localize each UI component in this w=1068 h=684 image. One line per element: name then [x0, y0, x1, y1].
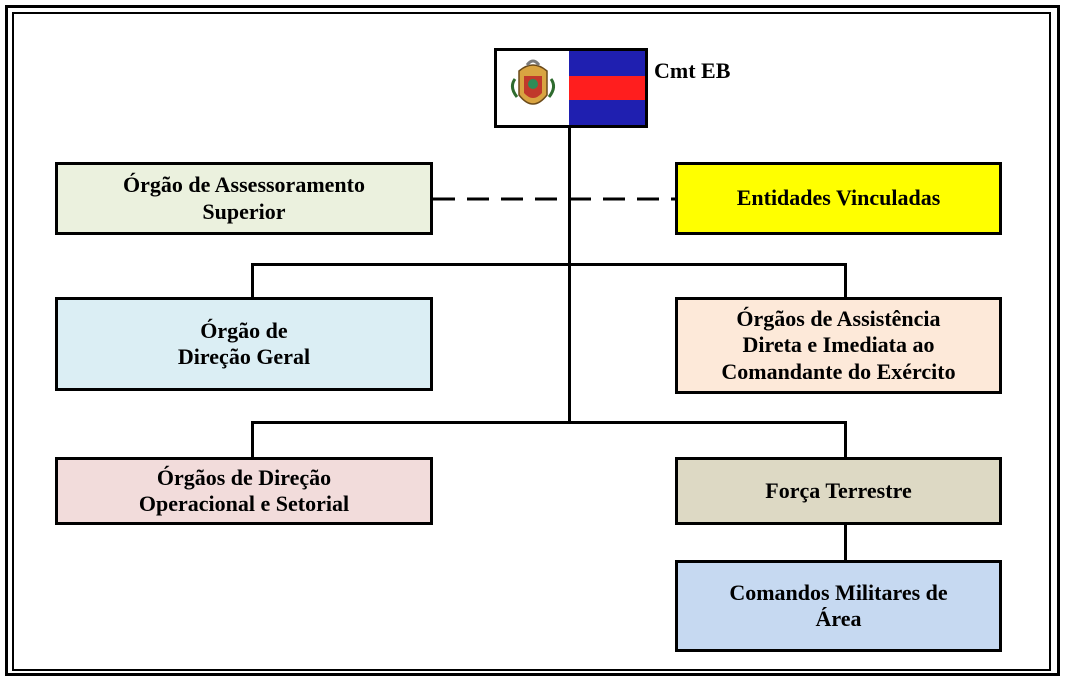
box-entidades-vinculadas: Entidades Vinculadas: [675, 162, 1002, 235]
cmt-eb-emblem: [494, 48, 648, 128]
h-connector-row3: [251, 421, 847, 424]
box-comandos-militares: Comandos Militares de Área: [675, 560, 1002, 652]
box-assessoramento-superior: Órgão de Assessoramento Superior: [55, 162, 433, 235]
coat-of-arms-icon: [497, 51, 645, 125]
h-connector-row2: [251, 263, 847, 266]
flag-stripe-bottom: [569, 100, 645, 125]
v-connector-direcao-operacional: [251, 421, 254, 457]
dashed-connector: [433, 197, 678, 201]
inner-frame: [12, 12, 1051, 671]
v-connector-direcao-geral: [251, 263, 254, 297]
flag-stripe-middle: [569, 76, 645, 100]
v-connector-comandos: [844, 524, 847, 560]
cmt-eb-title: Cmt EB: [654, 58, 731, 83]
box-assistencia-direta: Órgãos de Assistência Direta e Imediata …: [675, 297, 1002, 394]
v-connector-assistencia: [844, 263, 847, 297]
box-forca-terrestre: Força Terrestre: [675, 457, 1002, 525]
main-vertical-connector: [568, 126, 571, 424]
v-connector-forca-terrestre: [844, 421, 847, 457]
box-direcao-operacional: Órgãos de Direção Operacional e Setorial: [55, 457, 433, 525]
outer-frame: [5, 5, 1060, 676]
box-direcao-geral: Órgão de Direção Geral: [55, 297, 433, 391]
flag-stripe-top: [569, 51, 645, 76]
